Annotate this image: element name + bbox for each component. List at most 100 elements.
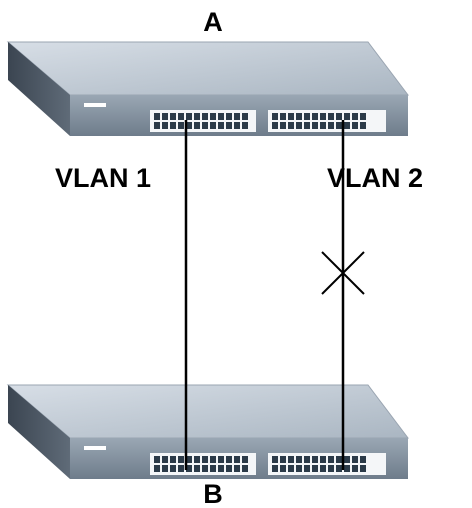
ethernet-port [360, 456, 366, 463]
ethernet-port [242, 113, 248, 120]
ethernet-port [272, 456, 278, 463]
ethernet-port [272, 122, 278, 129]
ethernet-port [352, 122, 358, 129]
ethernet-port [280, 465, 286, 472]
ethernet-port [312, 465, 318, 472]
switch-a [6, 41, 410, 136]
ethernet-port [328, 122, 334, 129]
ethernet-port [194, 456, 200, 463]
ethernet-port [242, 122, 248, 129]
ethernet-ports-a [154, 113, 366, 129]
ethernet-port [218, 113, 224, 120]
ethernet-port [226, 465, 232, 472]
ethernet-port [328, 456, 334, 463]
vlan1-label: VLAN 1 [55, 163, 151, 193]
ethernet-port [162, 113, 168, 120]
ethernet-port [170, 113, 176, 120]
ethernet-port [304, 113, 310, 120]
ethernet-port [226, 113, 232, 120]
ethernet-ports-b [154, 456, 366, 472]
ethernet-port [154, 113, 160, 120]
ethernet-port [242, 456, 248, 463]
ethernet-port [296, 122, 302, 129]
ethernet-port [280, 456, 286, 463]
ethernet-port [360, 465, 366, 472]
ethernet-port [304, 456, 310, 463]
ethernet-port [170, 122, 176, 129]
ethernet-port [202, 456, 208, 463]
ethernet-port [352, 456, 358, 463]
ethernet-port [288, 122, 294, 129]
ethernet-port [178, 456, 184, 463]
ethernet-port [170, 456, 176, 463]
vlan2-label: VLAN 2 [327, 163, 423, 193]
ethernet-port [178, 113, 184, 120]
switch-a-label: A [203, 7, 223, 37]
ethernet-port [186, 456, 192, 463]
blocked-cross-icon [321, 251, 365, 295]
ethernet-port [352, 113, 358, 120]
ethernet-port [304, 122, 310, 129]
ethernet-port [336, 122, 342, 129]
ethernet-port [296, 113, 302, 120]
ethernet-port [352, 465, 358, 472]
ethernet-port [320, 465, 326, 472]
ethernet-port [234, 465, 240, 472]
ethernet-port [210, 122, 216, 129]
ethernet-port [360, 122, 366, 129]
ethernet-port [312, 456, 318, 463]
ethernet-port [288, 456, 294, 463]
ethernet-port [336, 465, 342, 472]
ethernet-port [194, 122, 200, 129]
ethernet-port [162, 122, 168, 129]
ethernet-port [234, 456, 240, 463]
ethernet-port [226, 456, 232, 463]
ethernet-port [234, 113, 240, 120]
ethernet-port [288, 465, 294, 472]
ethernet-port [360, 113, 366, 120]
ethernet-port [328, 113, 334, 120]
ethernet-port [312, 122, 318, 129]
ethernet-port [202, 465, 208, 472]
ethernet-port [178, 465, 184, 472]
ethernet-port [234, 122, 240, 129]
ethernet-port [154, 456, 160, 463]
ethernet-port [162, 456, 168, 463]
ethernet-port [154, 465, 160, 472]
port-panel [150, 453, 386, 475]
ethernet-port [280, 122, 286, 129]
ethernet-port [154, 122, 160, 129]
ethernet-port [210, 465, 216, 472]
ethernet-port [210, 113, 216, 120]
ethernet-port [320, 113, 326, 120]
ethernet-port [328, 465, 334, 472]
ethernet-port [162, 465, 168, 472]
ethernet-port [344, 113, 350, 120]
ethernet-port [186, 113, 192, 120]
ethernet-port [312, 113, 318, 120]
ethernet-port [344, 456, 350, 463]
ethernet-port [320, 122, 326, 129]
ethernet-port [336, 113, 342, 120]
ethernet-port [288, 113, 294, 120]
ethernet-port [186, 122, 192, 129]
ethernet-port [186, 465, 192, 472]
ethernet-port [194, 113, 200, 120]
ethernet-port [202, 113, 208, 120]
ethernet-port [336, 456, 342, 463]
ethernet-port [320, 456, 326, 463]
port-panel [150, 110, 386, 132]
ethernet-port [296, 465, 302, 472]
ethernet-port [218, 465, 224, 472]
ethernet-port [226, 122, 232, 129]
ethernet-port [272, 113, 278, 120]
ethernet-port [210, 456, 216, 463]
switch-b-label: B [203, 479, 223, 508]
ethernet-port [344, 122, 350, 129]
ethernet-port [296, 456, 302, 463]
ethernet-port [178, 122, 184, 129]
ethernet-port [202, 122, 208, 129]
ethernet-port [218, 456, 224, 463]
ethernet-port [194, 465, 200, 472]
